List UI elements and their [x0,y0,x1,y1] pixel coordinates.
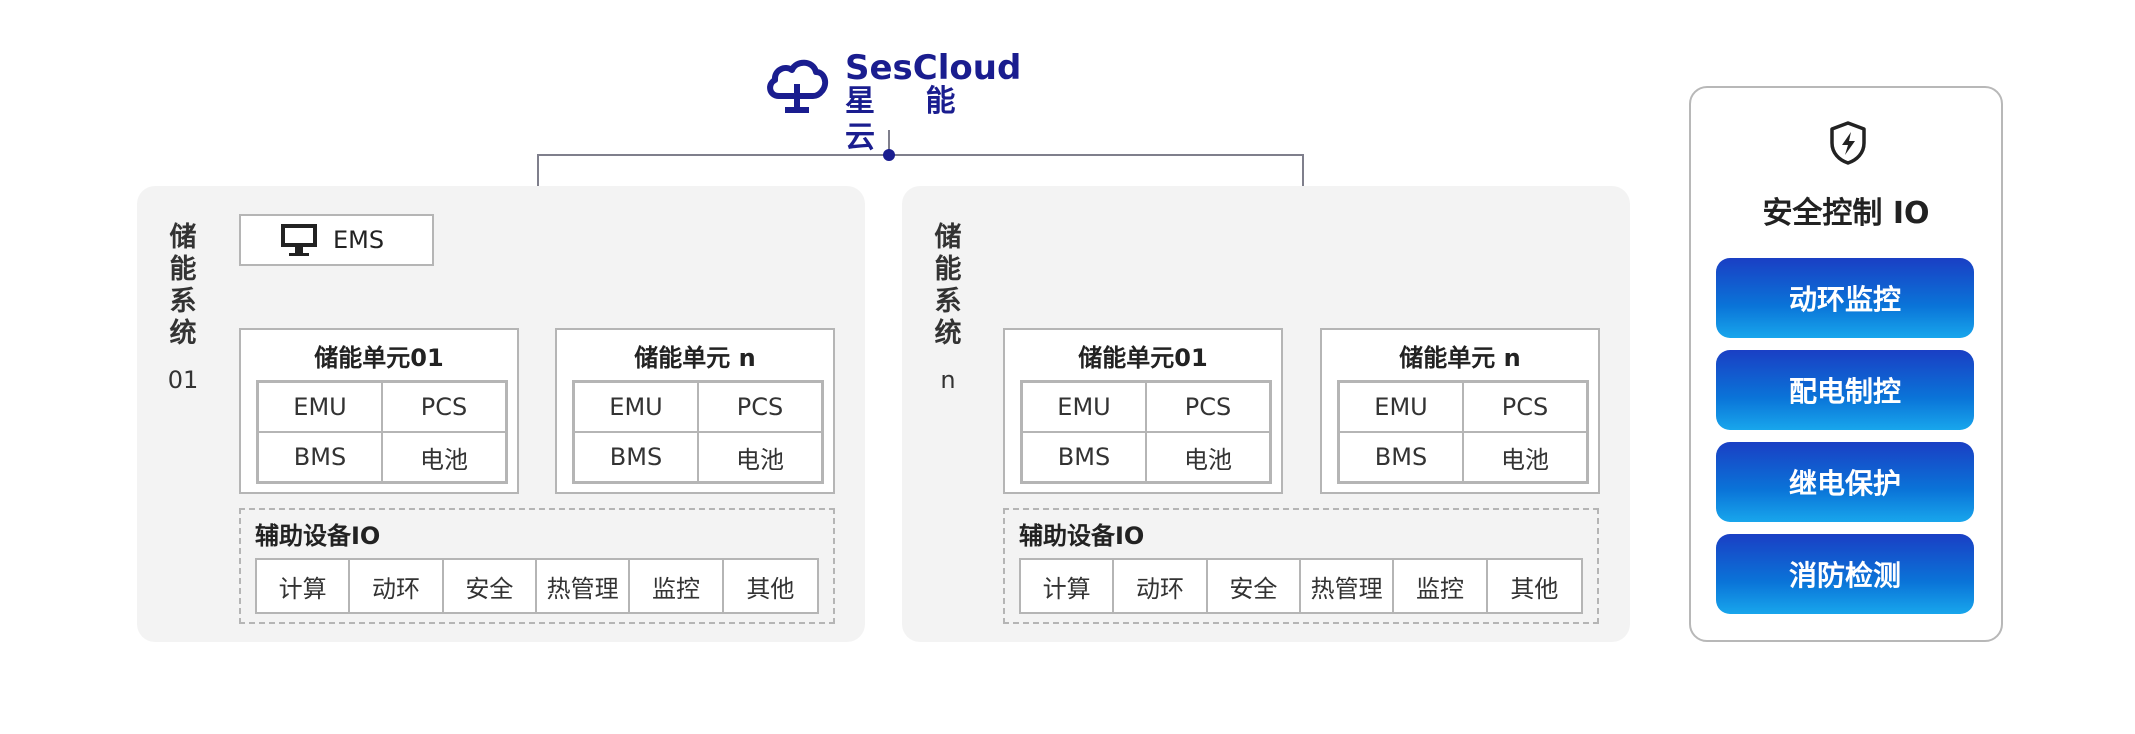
unit-cell-battery: 电池 [382,432,506,482]
safety-title: 安全控制 IO [1762,196,1930,231]
system-title-text: 储能系统 [934,222,962,349]
system-number: 01 [167,366,199,394]
ems-box[interactable]: EMS [239,214,434,266]
unit-title: 储能单元01 [314,344,444,372]
power-distribution-button[interactable]: 配电制控 [1716,350,1974,430]
unit-cell-pcs: PCS [382,382,506,432]
unit-components: EMU PCS BMS 电池 [1337,380,1589,484]
aux-item: 其他 [746,574,795,603]
cloud-icon [767,59,829,113]
aux-item: 其他 [1510,574,1559,603]
unit-cell-battery: 电池 [1463,432,1587,482]
system-title-n: 储能系统 n [928,222,968,396]
storage-unit-card: 储能单元01 EMU PCS BMS 电池 [239,328,519,494]
aux-item: 计算 [1021,560,1115,612]
aux-io-items: 计算 动环 安全 热管理 监控 其他 [1019,558,1583,614]
unit-cell-pcs: PCS [1463,382,1587,432]
relay-protection-button[interactable]: 继电保护 [1716,442,1974,522]
aux-io-items: 计算 动环 安全 热管理 监控 其他 [255,558,819,614]
aux-item: 动环 [1114,560,1208,612]
ems-label: EMS [333,226,385,254]
aux-io-group: 辅助设备IO 计算 动环 安全 热管理 监控 其他 [1003,508,1599,624]
sescloud-logo: SesCloud 星 能 云 [765,50,1021,155]
unit-cell-emu: EMU [1339,382,1463,432]
aux-item: 安全 [1208,560,1301,612]
unit-components: EMU PCS BMS 电池 [572,380,824,484]
system-title-text: 储能系统 [169,222,197,349]
aux-item: 动环 [350,560,444,612]
unit-components: EMU PCS BMS 电池 [1020,380,1272,484]
unit-components: EMU PCS BMS 电池 [256,380,508,484]
unit-cell-bms: BMS [1339,432,1463,482]
unit-cell-bms: BMS [574,432,698,482]
unit-cell-battery: 电池 [698,432,822,482]
unit-cell-bms: BMS [258,432,382,482]
env-monitor-button[interactable]: 动环监控 [1716,258,1974,338]
unit-cell-bms: BMS [1022,432,1146,482]
aux-item: 监控 [1394,560,1488,612]
shield-lightning-icon [1830,121,1866,165]
system-number: n [940,366,956,394]
safety-control-panel: 安全控制 IO 动环监控 配电制控 继电保护 消防检测 [1689,86,2003,642]
unit-title: 储能单元01 [1078,344,1208,372]
aux-item: 监控 [630,560,724,612]
aux-io-title: 辅助设备IO [255,522,381,550]
monitor-icon [281,224,317,256]
aux-item: 热管理 [1301,560,1395,612]
unit-cell-emu: EMU [1022,382,1146,432]
unit-cell-emu: EMU [574,382,698,432]
fire-detection-button[interactable]: 消防检测 [1716,534,1974,614]
logo-name-zh: 星 能 云 [845,84,976,155]
aux-item: 安全 [444,560,537,612]
storage-unit-card: 储能单元01 EMU PCS BMS 电池 [1003,328,1283,494]
unit-cell-emu: EMU [258,382,382,432]
storage-unit-card: 储能单元 n EMU PCS BMS 电池 [1320,328,1600,494]
aux-io-title: 辅助设备IO [1019,522,1145,550]
unit-title: 储能单元 n [634,344,756,372]
unit-cell-pcs: PCS [1146,382,1270,432]
unit-title: 储能单元 n [1399,344,1521,372]
storage-unit-card: 储能单元 n EMU PCS BMS 电池 [555,328,835,494]
aux-item: 热管理 [537,560,631,612]
unit-cell-pcs: PCS [698,382,822,432]
system-title-01: 储能系统 01 [163,222,203,396]
unit-cell-battery: 电池 [1146,432,1270,482]
logo-name-en: SesCloud [845,48,1022,88]
aux-io-group: 辅助设备IO 计算 动环 安全 热管理 监控 其他 [239,508,835,624]
aux-item: 计算 [257,560,351,612]
